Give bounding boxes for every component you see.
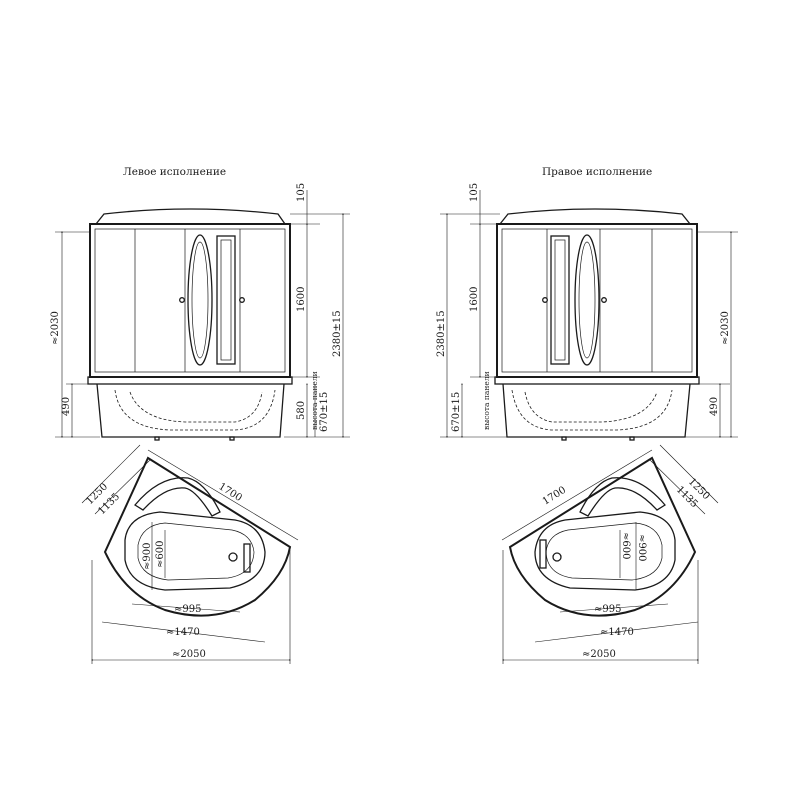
left-view-title: Левое исполнение — [123, 166, 226, 178]
drain-icon — [552, 552, 562, 562]
left-plan-view: ≈900 ≈600 1250 1135 1700 ≈995 ≈1470 ≈205… — [81, 444, 299, 664]
tub-front — [96, 383, 285, 438]
tub-bowl — [124, 511, 266, 591]
dim-inner-height: ≈2030 — [720, 311, 731, 345]
tub-front — [502, 383, 691, 438]
right-view-title: Правое исполнение — [542, 166, 652, 178]
dim-panel-height: 670±15 — [451, 392, 462, 432]
dim-length-1700: 1700 — [216, 481, 243, 504]
handle-knob — [179, 297, 185, 303]
dim-length-1700: 1700 — [541, 485, 568, 508]
dim-roof-height: 105 — [469, 183, 480, 202]
dim-tub-height: 490 — [61, 397, 72, 416]
oval-door-panel — [574, 234, 600, 366]
dim-bowl-900: ≈900 — [142, 543, 153, 570]
right-front-elevation: 105 1600 2380±15 670±15 высота панели ≈2… — [436, 183, 738, 441]
headrest — [579, 477, 666, 517]
dim-roof-height: 105 — [296, 183, 307, 202]
dim-tub-height: 490 — [709, 397, 720, 416]
rect-panel — [216, 235, 236, 365]
cabin-base-rail — [87, 376, 293, 385]
cabin-frame — [496, 223, 698, 378]
dim-bowl-995: ≈995 — [594, 604, 621, 615]
dim-total-height: 2380±15 — [332, 310, 343, 357]
dim-panel-height: 670±15 — [319, 392, 330, 432]
tub-outline — [103, 456, 292, 617]
dim-cabin-height: 1600 — [469, 287, 480, 312]
dim-panel-label: высота панели — [310, 371, 319, 430]
handle-knob — [601, 297, 607, 303]
roof-dome — [498, 208, 692, 225]
handle-knob — [239, 297, 245, 303]
cabin-base-rail — [494, 376, 700, 385]
tub-outline — [508, 456, 697, 617]
dim-bowl-995: ≈995 — [174, 604, 201, 615]
control-panel — [539, 539, 547, 569]
dim-span-2050: ≈2050 — [172, 649, 206, 660]
left-front-elevation: ≈2030 490 105 1600 580 высота панели 670… — [50, 183, 350, 441]
cabin-frame — [89, 223, 291, 378]
control-panel — [243, 543, 251, 573]
dim-span-1470: ≈1470 — [600, 627, 634, 638]
dim-cabin-height: 1600 — [296, 287, 307, 312]
dim-panel-label: высота панели — [482, 371, 491, 430]
dim-inner-height: ≈2030 — [50, 311, 61, 345]
handle-knob — [542, 297, 548, 303]
dim-tub-rim: 580 — [296, 401, 307, 420]
dim-total-height: 2380±15 — [436, 310, 447, 357]
dim-bowl-900: ≈900 — [636, 534, 647, 561]
dim-bowl-600: ≈600 — [620, 532, 631, 559]
tub-bowl — [534, 511, 676, 591]
right-plan-view: ≈600 ≈900 1250 1135 1700 ≈995 ≈1470 ≈205… — [501, 444, 719, 664]
dim-bowl-600: ≈600 — [155, 541, 166, 568]
oval-door-panel — [187, 234, 213, 366]
headrest — [134, 477, 221, 517]
dim-span-1470: ≈1470 — [166, 627, 200, 638]
drain-icon — [228, 552, 238, 562]
rect-panel — [550, 235, 570, 365]
dim-span-2050: ≈2050 — [582, 649, 616, 660]
roof-dome — [94, 208, 287, 225]
